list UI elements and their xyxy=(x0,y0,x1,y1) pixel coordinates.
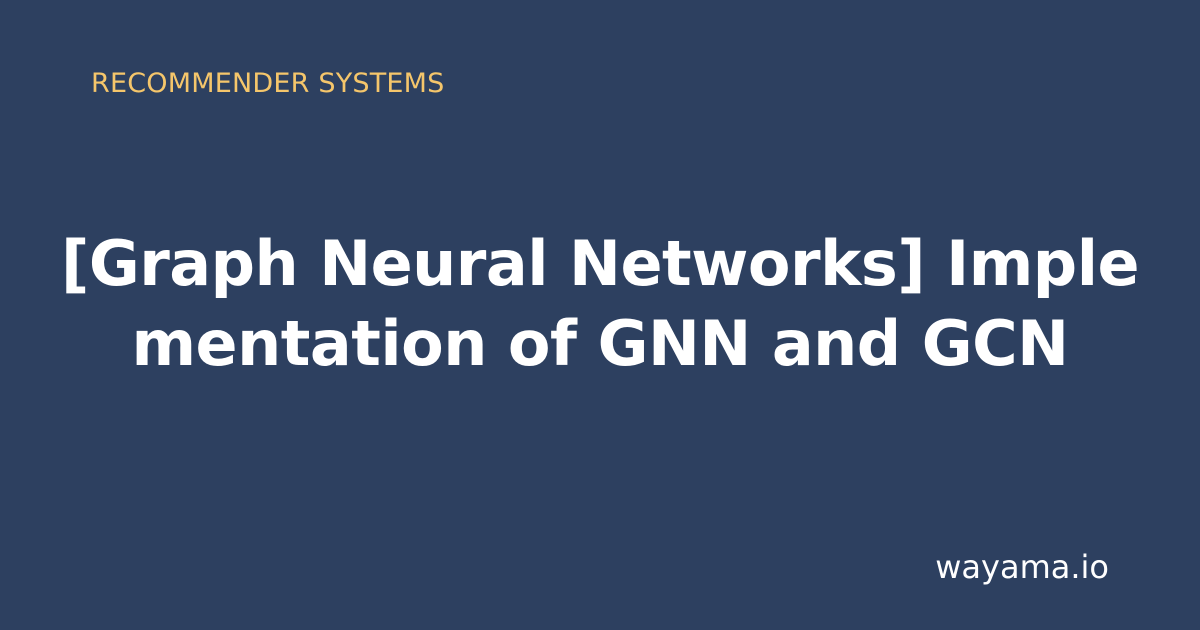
category-label: RECOMMENDER SYSTEMS xyxy=(91,68,445,99)
title-line-1: [Graph Neural Networks] Imple xyxy=(60,227,1140,300)
page-title: [Graph Neural Networks] Imple mentation … xyxy=(60,224,1140,384)
site-name: wayama.io xyxy=(935,548,1109,586)
title-line-2: mentation of GNN and GCN xyxy=(131,307,1069,380)
